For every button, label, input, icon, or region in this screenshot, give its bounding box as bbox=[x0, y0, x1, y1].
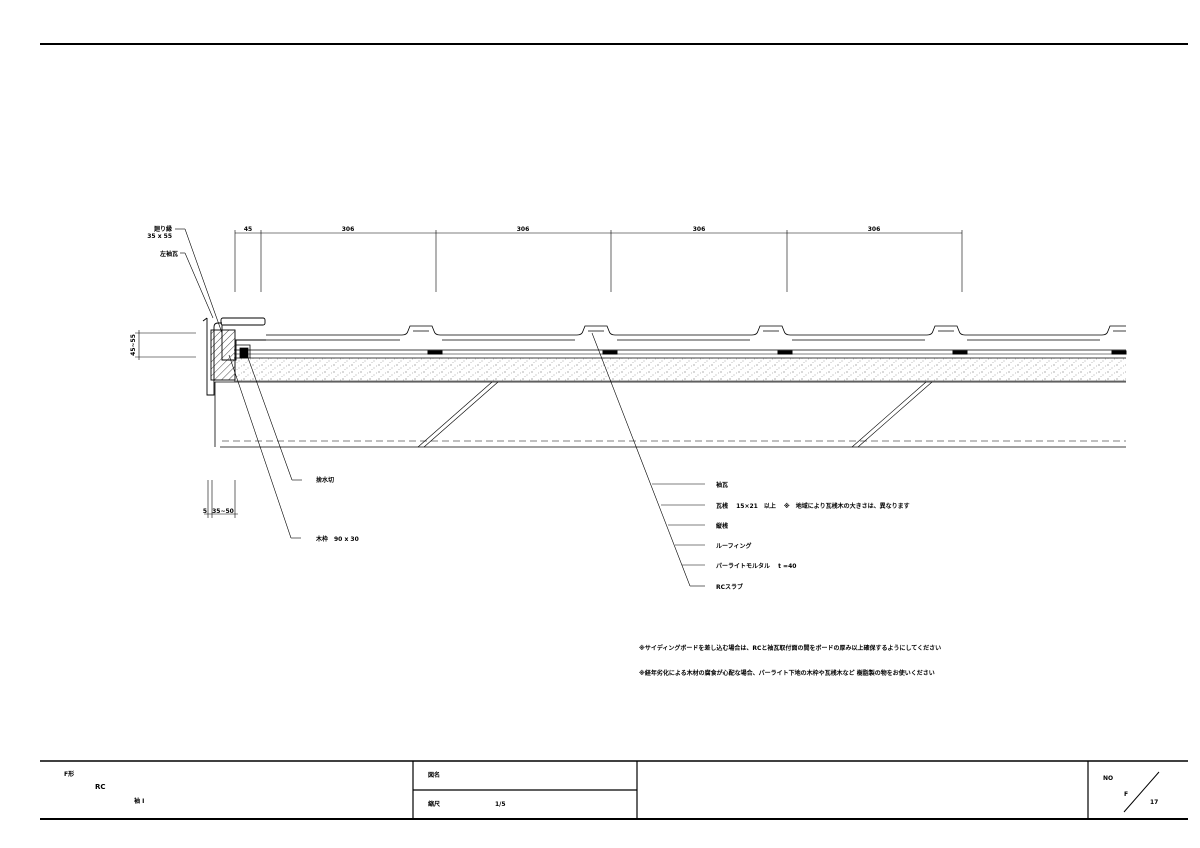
note-siding-board: ※サイディングボードを差し込む場合は、RCと袖瓦取付面の間をボードの厚み以上確保… bbox=[639, 644, 941, 652]
label-mawarien: 廻り縁 bbox=[153, 225, 172, 233]
title-type-label: F形 bbox=[64, 770, 74, 778]
dim-306-2: 306 bbox=[517, 226, 530, 233]
drainage-flashing bbox=[236, 344, 251, 359]
no-label: NO bbox=[1103, 775, 1113, 782]
note-wood-corrosion: ※経年劣化による木材の腐食が心配な場合、パーライト下地の木枠や瓦桟木など 樹脂製… bbox=[639, 669, 935, 677]
roofing-and-battens bbox=[234, 349, 1127, 355]
label-mawarien-size: 35 x 55 bbox=[147, 233, 172, 240]
bottom-dimension-5: 5 bbox=[203, 508, 207, 515]
title-part: 袖 I bbox=[134, 797, 144, 805]
leader-tatesan: 縦桟 bbox=[716, 522, 728, 530]
label-haisuikiri: 捨水切 bbox=[316, 476, 334, 484]
dim-45: 45 bbox=[244, 226, 252, 233]
bottom-dimension bbox=[204, 480, 238, 518]
perlite-mortar-layer bbox=[234, 357, 1126, 382]
leader-roofing: ルーフィング bbox=[716, 542, 752, 550]
wood-frame bbox=[210, 329, 236, 381]
height-dimension bbox=[135, 330, 196, 360]
scale-value: 1/5 bbox=[495, 801, 506, 808]
leader-sodegawara: 袖瓦 bbox=[716, 481, 728, 489]
bottom-dimension-35-50: 35~50 bbox=[212, 508, 234, 515]
sheet-number: 17 bbox=[1150, 799, 1158, 806]
label-mokuwaku: 木枠 90 x 30 bbox=[315, 535, 359, 543]
rc-slab bbox=[214, 381, 1126, 448]
label-hidari-sodegawara: 左袖瓦 bbox=[159, 250, 178, 258]
leader-kawarasan: 瓦桟 15×21 以上 ※ 地域により瓦桟木の大きさは、異なります bbox=[716, 502, 910, 510]
left-leader-lines bbox=[175, 228, 302, 539]
title-block-frame bbox=[40, 760, 1188, 820]
drawing-name-label: 図名 bbox=[428, 771, 440, 779]
leader-rc-slab: RCスラブ bbox=[716, 583, 743, 591]
leader-perlite-mortar: パーライトモルタル t =40 bbox=[716, 562, 796, 570]
scale-label: 縮尺 bbox=[428, 800, 440, 808]
dim-306-1: 306 bbox=[342, 226, 355, 233]
title-material: RC bbox=[95, 783, 106, 791]
top-dimension-lines bbox=[234, 230, 963, 292]
right-leader-lines bbox=[591, 332, 705, 587]
height-dimension-value: 45~55 bbox=[130, 334, 137, 356]
top-dimension-values: 45 306 306 306 306 bbox=[244, 226, 880, 233]
dim-306-3: 306 bbox=[693, 226, 706, 233]
sheet-letter: F bbox=[1124, 791, 1128, 798]
roof-tiles bbox=[266, 325, 1126, 341]
dim-306-4: 306 bbox=[868, 226, 881, 233]
